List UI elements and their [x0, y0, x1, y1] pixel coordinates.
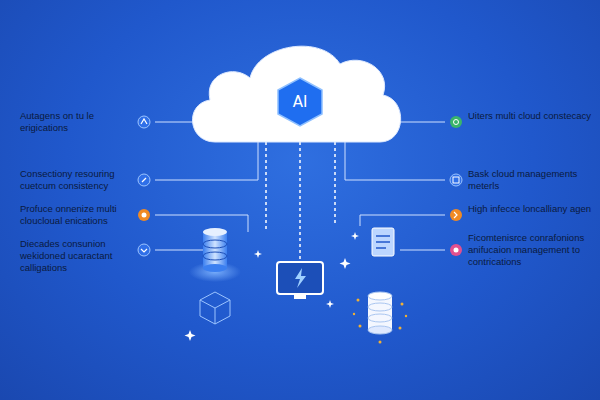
feature-label: Autagens on tu le erigications [20, 110, 138, 134]
feature-label: High infecce loncalliany agen [468, 203, 594, 215]
document-icon [372, 228, 394, 256]
feature-label: Bask cloud managements meterls [468, 168, 594, 192]
feature-label: Uiters multi cloud constecacy [468, 110, 594, 122]
sparkles [185, 232, 360, 341]
server-stack-icon [353, 292, 407, 344]
node-text: AI [275, 77, 325, 111]
dashed-links [266, 142, 335, 260]
cloud-shape [192, 46, 400, 142]
feature-label: Consectiony resouring cuetcum consistenc… [20, 168, 138, 192]
ai-hexagon: AI [275, 77, 325, 127]
feature-label: Diecades consunion wekidoned ucaractant … [20, 238, 138, 274]
feature-label: Ficomtenisrce conrafonions anifucaion ma… [468, 232, 594, 268]
feature-icons [138, 116, 462, 256]
feature-label: Profuce onnenize multi cloucloual enicat… [20, 203, 138, 227]
monitor-icon [277, 262, 323, 299]
database-icon [189, 228, 241, 324]
